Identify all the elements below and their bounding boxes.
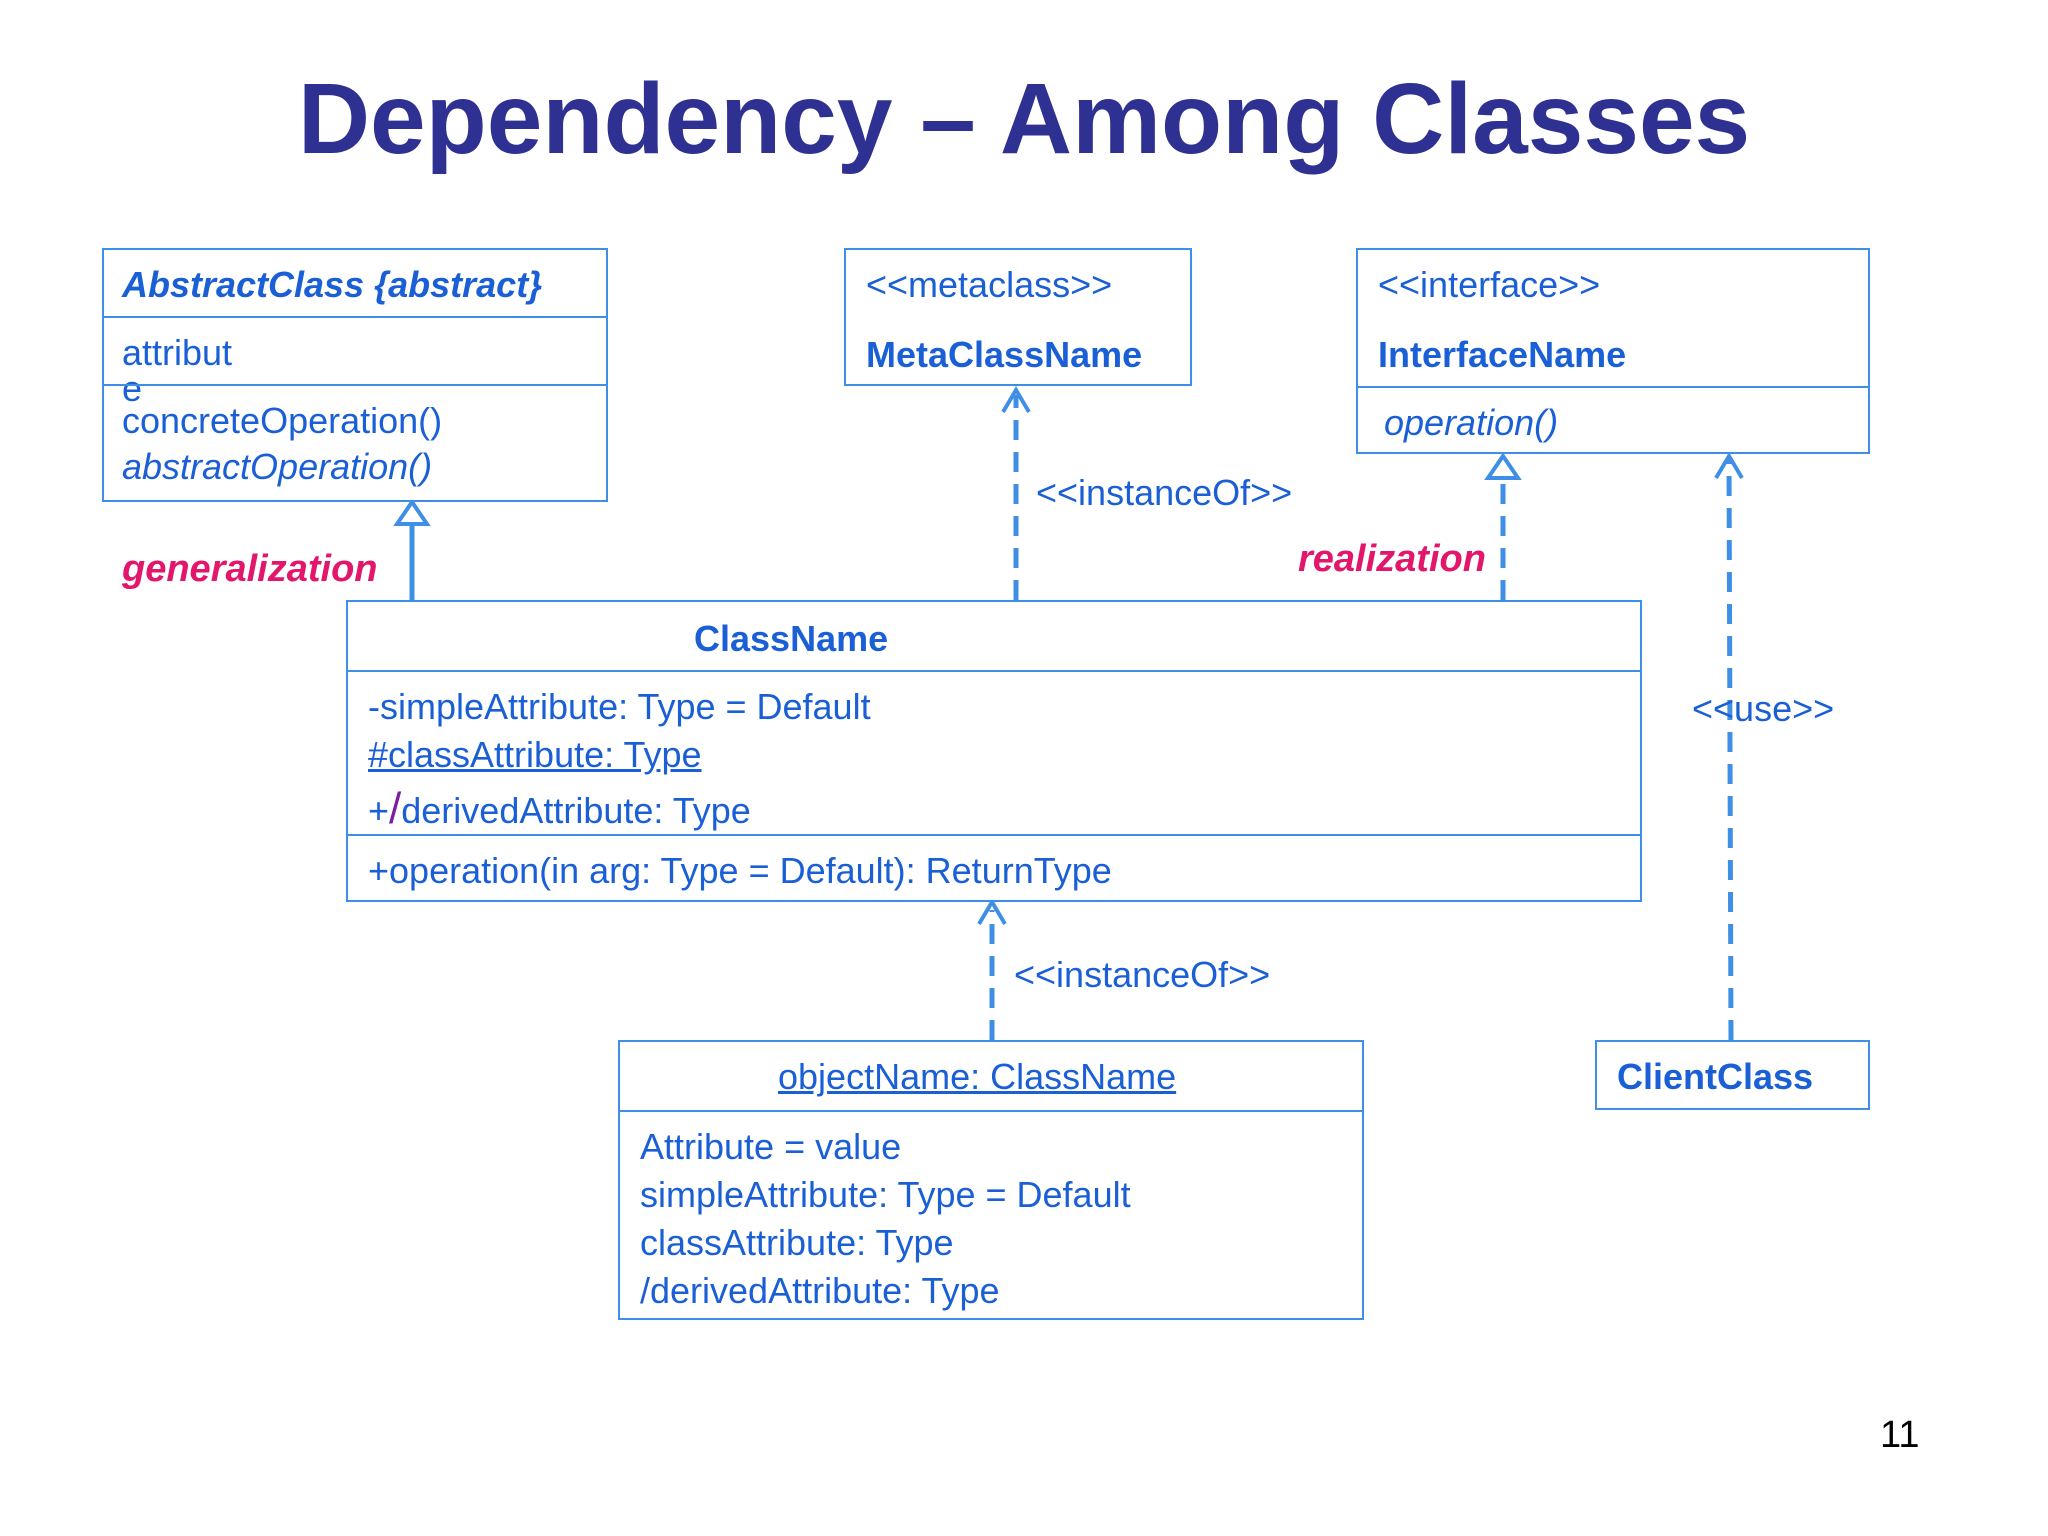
interface-header: <<interface>> InterfaceName: [1358, 250, 1868, 386]
object-slot-4: /derivedAttribute: Type: [640, 1270, 1000, 1311]
use-arrowhead: [1714, 452, 1744, 480]
object-slot-1: Attribute = value: [640, 1126, 902, 1167]
abstract-class-box: AbstractClass {abstract} attribut e conc…: [102, 248, 608, 502]
instanceof-object-label: <<instanceOf>>: [1014, 954, 1271, 995]
derived-attribute: +/derivedAttribute: Type: [368, 784, 751, 834]
metaclass-stereotype: <<metaclass>>: [866, 264, 1113, 305]
interface-operations: operation(): [1358, 386, 1868, 452]
realization-arrowhead: [1484, 452, 1522, 480]
client-class-box: ClientClass: [1595, 1040, 1870, 1110]
class-operation: +operation(in arg: Type = Default): Retu…: [368, 850, 1112, 891]
object-slots: Attribute = value simpleAttribute: Type …: [620, 1110, 1362, 1318]
derived-attribute-prefix: +: [368, 790, 390, 831]
object-name: objectName: ClassName: [778, 1056, 1177, 1097]
object-box: objectName: ClassName Attribute = value …: [618, 1040, 1364, 1320]
abstract-class-attribute-1: attribut: [122, 332, 233, 373]
instanceof-object-arrowhead: [977, 898, 1007, 926]
interface-operation: operation(): [1384, 402, 1559, 443]
class-name-box: ClassName -simpleAttribute: Type = Defau…: [346, 600, 1642, 902]
use-line: [1726, 459, 1734, 1041]
page-number: 11: [1880, 1414, 1920, 1456]
interface-stereotype: <<interface>>: [1378, 264, 1601, 305]
concrete-operation: concreteOperation(): [122, 400, 443, 441]
object-header: objectName: ClassName: [620, 1042, 1362, 1110]
class-attribute: #classAttribute: Type: [368, 734, 702, 775]
client-class-name: ClientClass: [1617, 1056, 1814, 1097]
abstract-class-attribute-2: e: [122, 368, 143, 409]
abstract-class-operations: concreteOperation() abstractOperation(): [104, 384, 606, 500]
page-title: Dependency – Among Classes: [297, 63, 1751, 175]
derived-attribute-name: derivedAttribute: Type: [401, 790, 751, 831]
interface-name: InterfaceName: [1378, 334, 1627, 375]
use-label: <<use>>: [1692, 688, 1835, 729]
generalization-arrowhead: [393, 498, 431, 526]
class-name-header: ClassName: [348, 602, 1640, 670]
realization-label: realization: [1298, 538, 1486, 580]
class-name-operations: +operation(in arg: Type = Default): Retu…: [348, 834, 1640, 900]
abstract-operation: abstractOperation(): [122, 446, 433, 487]
instanceof-meta-arrowhead: [1001, 386, 1031, 414]
interface-box: <<interface>> InterfaceName operation(): [1356, 248, 1870, 454]
derived-attribute-slash: /: [389, 784, 402, 833]
abstract-class-name: AbstractClass {abstract}: [122, 264, 543, 305]
object-slot-2: simpleAttribute: Type = Default: [640, 1174, 1131, 1215]
generalization-label: generalization: [122, 548, 378, 590]
abstract-class-attributes: attribut e: [104, 316, 606, 409]
simple-attribute: -simpleAttribute: Type = Default: [368, 686, 871, 727]
object-slot-3: classAttribute: Type: [640, 1222, 954, 1263]
metaclass-box: <<metaclass>> MetaClassName: [844, 248, 1192, 386]
class-name-title: ClassName: [694, 618, 889, 659]
abstract-class-name-compartment: AbstractClass {abstract}: [104, 250, 606, 316]
instanceof-meta-label: <<instanceOf>>: [1036, 472, 1293, 513]
metaclass-name: MetaClassName: [866, 334, 1143, 375]
class-name-attributes: -simpleAttribute: Type = Default #classA…: [348, 670, 1640, 834]
